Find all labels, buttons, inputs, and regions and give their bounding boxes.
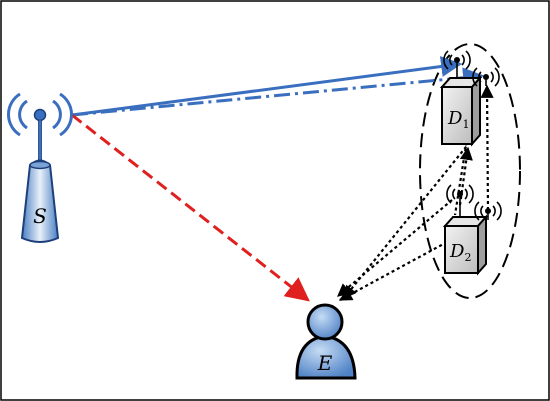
device-1-label-sub: 1 bbox=[462, 118, 469, 131]
user-icon bbox=[295, 303, 357, 380]
link-d2a-e bbox=[336, 199, 453, 297]
antenna-tower-icon bbox=[20, 108, 60, 243]
signal-waves-icon bbox=[443, 50, 500, 87]
eavesdropper-node: E bbox=[295, 303, 357, 380]
link-s-e bbox=[71, 113, 310, 302]
link-d2-d1-right bbox=[480, 84, 494, 211]
device-1-node: D1 bbox=[439, 50, 500, 147]
signal-waves-icon bbox=[446, 184, 502, 221]
source-label: S bbox=[33, 204, 47, 228]
device-2-label-main: D bbox=[449, 241, 465, 262]
signal-waves-icon bbox=[7, 92, 73, 137]
device-icon bbox=[439, 75, 483, 147]
cluster-ellipse bbox=[419, 43, 521, 299]
device-2-node: D2 bbox=[442, 184, 502, 276]
device-1-label: D1 bbox=[447, 108, 469, 131]
device-icon bbox=[442, 214, 489, 276]
link-s-d1-dashdot bbox=[71, 67, 485, 117]
device-2-label-sub: 2 bbox=[464, 251, 471, 264]
source-node: S bbox=[7, 92, 73, 243]
device-2-label: D2 bbox=[449, 241, 471, 264]
link-s-d1-solid bbox=[71, 56, 463, 117]
device-1-label-main: D bbox=[447, 108, 463, 129]
eavesdropper-label: E bbox=[317, 351, 333, 375]
